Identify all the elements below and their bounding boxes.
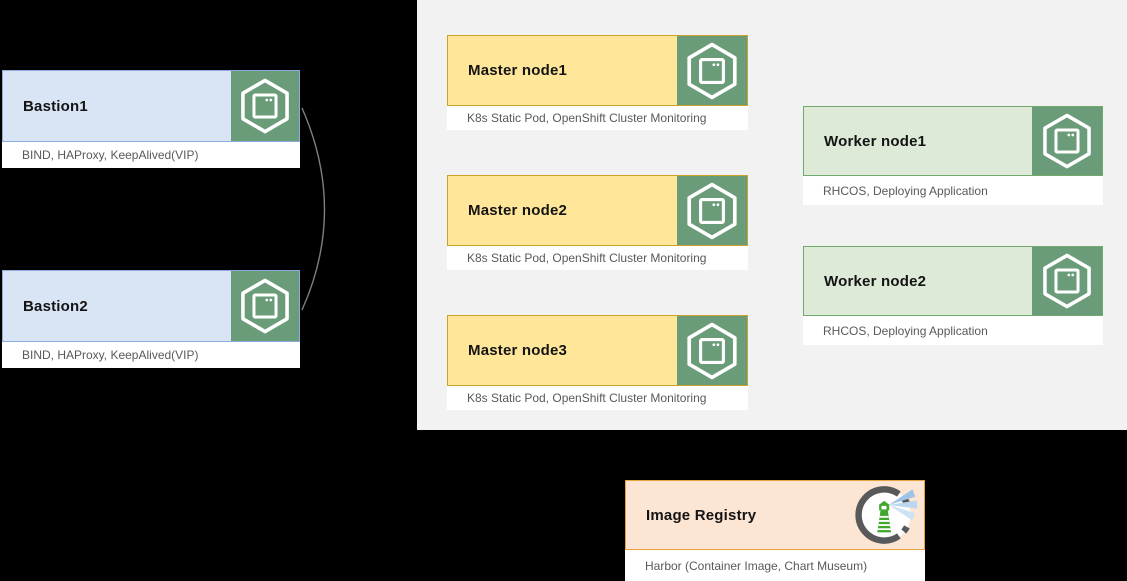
bastion1-box: Bastion1 bbox=[2, 70, 300, 142]
node-title: Master node2 bbox=[468, 202, 568, 219]
bastion2-box: Bastion2 bbox=[2, 270, 300, 342]
worker1-box: Worker node1 bbox=[803, 106, 1103, 176]
node-worker1: Worker node1 RHCOS, Deploying Applicatio… bbox=[803, 106, 1103, 205]
image-registry-box: Image Registry bbox=[625, 480, 925, 550]
node-worker2: Worker node2 RHCOS, Deploying Applicatio… bbox=[803, 246, 1103, 345]
node-sublabel: RHCOS, Deploying Application bbox=[803, 316, 1103, 345]
node-sublabel: BIND, HAProxy, KeepAlived(VIP) bbox=[2, 142, 300, 168]
node-sublabel: BIND, HAProxy, KeepAlived(VIP) bbox=[2, 342, 300, 368]
node-sublabel: K8s Static Pod, OpenShift Cluster Monito… bbox=[447, 246, 748, 270]
hexagon-container-icon bbox=[677, 176, 747, 245]
hexagon-container-icon bbox=[677, 316, 747, 385]
node-master3: Master node3 K8s Static Pod, OpenShift C… bbox=[447, 315, 748, 410]
node-sublabel: K8s Static Pod, OpenShift Cluster Monito… bbox=[447, 106, 748, 130]
node-sublabel: RHCOS, Deploying Application bbox=[803, 176, 1103, 205]
harbor-lighthouse-icon bbox=[848, 483, 924, 547]
hexagon-container-icon bbox=[677, 36, 747, 105]
node-master1: Master node1 K8s Static Pod, OpenShift C… bbox=[447, 35, 748, 130]
node-image-registry: Image Registry bbox=[625, 480, 925, 581]
node-title: Worker node2 bbox=[824, 272, 927, 290]
node-master2: Master node2 K8s Static Pod, OpenShift C… bbox=[447, 175, 748, 270]
node-title: Master node1 bbox=[468, 62, 568, 79]
node-bastion2: Bastion2 BIND, HAProxy, KeepAlived(VIP) bbox=[2, 270, 300, 368]
node-sublabel: K8s Static Pod, OpenShift Cluster Monito… bbox=[447, 386, 748, 410]
worker2-box: Worker node2 bbox=[803, 246, 1103, 316]
hexagon-container-icon bbox=[1032, 107, 1102, 175]
hexagon-container-icon bbox=[231, 271, 299, 341]
node-sublabel: Harbor (Container Image, Chart Museum) bbox=[625, 550, 925, 581]
node-title: Image Registry bbox=[646, 506, 757, 524]
hexagon-container-icon bbox=[1032, 247, 1102, 315]
master2-box: Master node2 bbox=[447, 175, 748, 246]
node-title: Bastion1 bbox=[23, 97, 88, 115]
node-bastion1: Bastion1 BIND, HAProxy, KeepAlived(VIP) bbox=[2, 70, 300, 168]
node-title: Master node3 bbox=[468, 342, 568, 359]
node-title: Worker node1 bbox=[824, 132, 927, 150]
master3-box: Master node3 bbox=[447, 315, 748, 386]
master1-box: Master node1 bbox=[447, 35, 748, 106]
node-title: Bastion2 bbox=[23, 297, 88, 315]
hexagon-container-icon bbox=[231, 71, 299, 141]
